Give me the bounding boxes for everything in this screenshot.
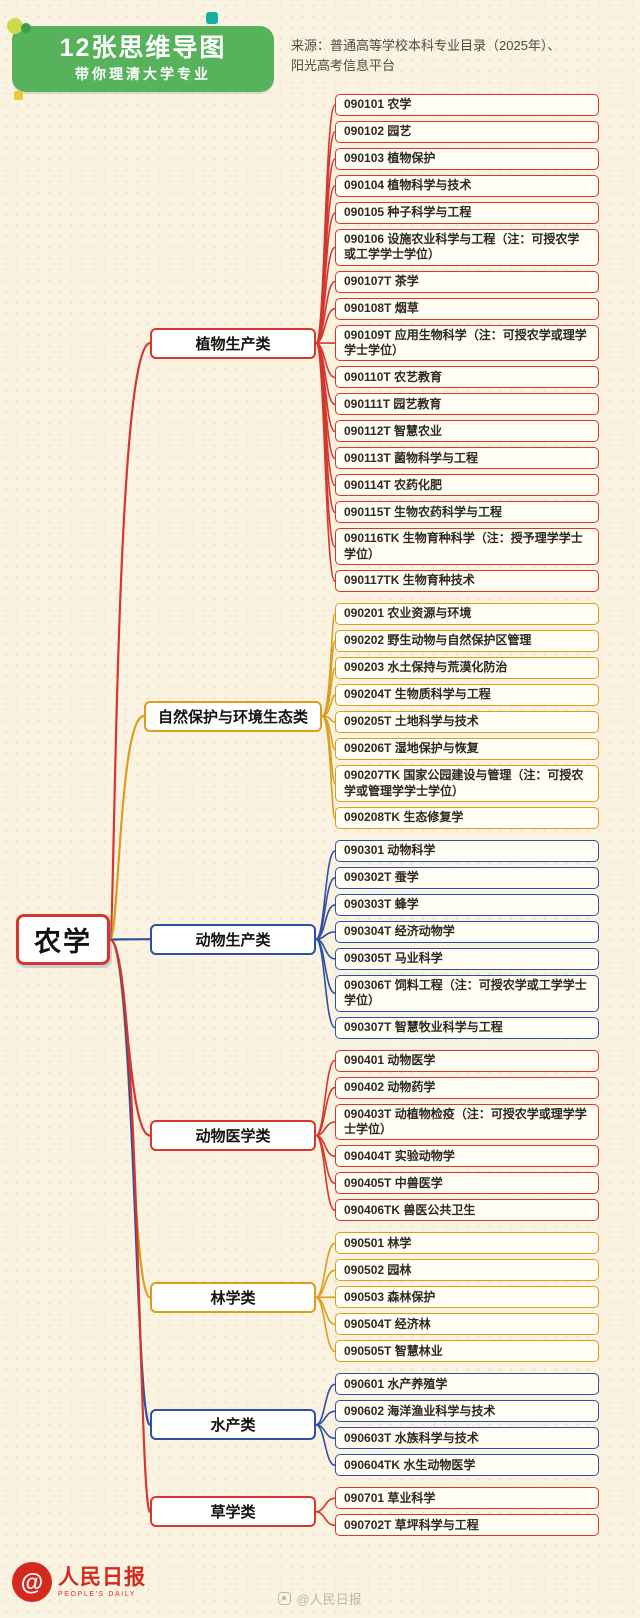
major-item: 090504T 经济林: [335, 1313, 599, 1336]
watermark-camera-icon: [278, 1592, 292, 1605]
branch-1: 植物生产类 090101 农学 090102 园艺 090103 植物保护 09…: [0, 94, 640, 593]
major-item: 090111T 园艺教育: [335, 393, 599, 416]
major-item: 090208TK 生态修复学: [335, 806, 599, 829]
connector-lines: [108, 104, 336, 1527]
source-line-2: 阳光高考信息平台: [291, 58, 396, 74]
items-column: 090101 农学 090102 园艺 090103 植物保护 090104 植…: [335, 94, 599, 593]
category-node: 动物医学类: [150, 1119, 316, 1151]
logo-text: 人民日报 PEOPLE'S DAILY: [58, 1564, 146, 1598]
major-item: 090103 植物保护: [335, 148, 599, 170]
major-item: 090101 农学: [335, 94, 599, 116]
major-item: 090401 动物医学: [335, 1049, 599, 1072]
branch-5: 林学类 090501 林学 090502 园林 090503 森林保护 0905…: [0, 1232, 640, 1363]
category-column: 动物生产类: [133, 923, 333, 955]
major-item: 090116TK 生物育种科学（注：授予理学学士学位）: [335, 528, 599, 566]
major-item: 090202 野生动物与自然保护区管理: [335, 630, 599, 653]
branch-3: 动物生产类 090301 动物科学 090302T 蚕学 090303T 蜂学 …: [0, 839, 640, 1039]
major-item: 090304T 经济动物学: [335, 920, 599, 943]
category-node: 水产类: [150, 1409, 316, 1441]
major-item: 090203 水土保持与荒漠化防治: [335, 657, 599, 680]
major-item: 090301 动物科学: [335, 839, 599, 862]
major-item: 090205T 土地科学与技术: [335, 711, 599, 734]
branch-7: 草学类 090701 草业科学 090702T 草坪科学与工程: [0, 1487, 640, 1537]
category-column: 水产类: [133, 1409, 333, 1441]
branch-2: 自然保护与环境生态类 090201 农业资源与环境 090202 野生动物与自然…: [0, 603, 640, 829]
root-node: 农学: [16, 914, 110, 965]
title-badge: 12张思维导图 带你理清大学专业: [7, 12, 274, 100]
major-item: 090701 草业科学: [335, 1487, 599, 1510]
decor-circle-green: [21, 23, 31, 33]
decor-square-yellow: [14, 91, 23, 100]
major-item: 090303T 蜂学: [335, 893, 599, 916]
major-item: 090102 园艺: [335, 121, 599, 143]
major-item: 090117TK 生物育种技术: [335, 570, 599, 593]
watermark-text: @人民日报: [296, 1592, 362, 1607]
decor-square-teal: [206, 12, 218, 24]
badge-title: 12张思维导图: [59, 34, 227, 62]
category-node: 林学类: [150, 1281, 316, 1313]
items-column: 090301 动物科学 090302T 蚕学 090303T 蜂学 090304…: [335, 839, 599, 1039]
major-item: 090603T 水族科学与技术: [335, 1427, 599, 1450]
major-item: 090505T 智慧林业: [335, 1340, 599, 1363]
watermark: @人民日报: [0, 1589, 640, 1608]
category-node: 自然保护与环境生态类: [143, 700, 322, 732]
category-column: 林学类: [133, 1281, 333, 1313]
category-node: 动物生产类: [150, 923, 316, 955]
logo-cn: 人民日报: [58, 1564, 146, 1589]
major-item: 090106 设施农业科学与工程（注：可授农学或工学学士学位）: [335, 229, 599, 266]
items-column: 090401 动物医学 090402 动物药学 090403T 动植物检疫（注：…: [335, 1049, 599, 1222]
major-item: 090104 植物科学与技术: [335, 175, 599, 197]
people-daily-emblem-icon: @: [12, 1562, 52, 1602]
major-item: 090109T 应用生物科学（注：可授农学或理学学士学位）: [335, 324, 599, 362]
major-item: 090307T 智慧牧业科学与工程: [335, 1016, 599, 1039]
mindmap: 农学 植物生产类 090101 农学 090102 园艺 090103 植物保护…: [0, 94, 640, 1547]
items-column: 090701 草业科学 090702T 草坪科学与工程: [335, 1487, 599, 1537]
badge-subtitle: 带你理清大学专业: [75, 66, 211, 82]
major-item: 090302T 蚕学: [335, 866, 599, 889]
branches-container: 植物生产类 090101 农学 090102 园艺 090103 植物保护 09…: [0, 94, 640, 1537]
category-column: 动物医学类: [133, 1119, 333, 1151]
items-column: 090201 农业资源与环境 090202 野生动物与自然保护区管理 09020…: [335, 603, 599, 829]
major-item: 090207TK 国家公园建设与管理（注：可授农学或管理学学士学位）: [335, 765, 599, 802]
major-item: 090105 种子科学与工程: [335, 202, 599, 224]
major-item: 090402 动物药学: [335, 1076, 599, 1099]
major-item: 090206T 湿地保护与恢复: [335, 738, 599, 761]
category-node: 草学类: [150, 1496, 316, 1528]
category-column: 植物生产类: [133, 327, 333, 359]
major-item: 090501 林学: [335, 1232, 599, 1255]
major-item: 090503 森林保护: [335, 1286, 599, 1309]
major-item: 090405T 中兽医学: [335, 1172, 599, 1195]
category-column: 自然保护与环境生态类: [133, 700, 333, 732]
major-item: 090502 园林: [335, 1259, 599, 1282]
decor-circle-yellow: [7, 18, 23, 34]
logo-en: PEOPLE'S DAILY: [58, 1590, 137, 1598]
major-item: 090107T 茶学: [335, 270, 599, 293]
major-item: 090204T 生物质科学与工程: [335, 684, 599, 707]
branch-6: 水产类 090601 水产养殖学 090602 海洋渔业科学与技术 090603…: [0, 1373, 640, 1477]
major-item: 090306T 饲料工程（注：可授农学或工学学士学位）: [335, 974, 599, 1012]
major-item: 090201 农业资源与环境: [335, 603, 599, 626]
major-item: 090305T 马业科学: [335, 947, 599, 970]
category-column: 草学类: [133, 1496, 333, 1528]
major-item: 090601 水产养殖学: [335, 1373, 599, 1396]
source-line-1: 来源：普通高等学校本科专业目录（2025年）、: [291, 38, 561, 53]
major-item: 090115T 生物农药科学与工程: [335, 501, 599, 524]
major-item: 090113T 菌物科学与工程: [335, 447, 599, 470]
major-item: 090604TK 水生动物医学: [335, 1454, 599, 1477]
major-item: 090110T 农艺教育: [335, 366, 599, 389]
major-item: 090403T 动植物检疫（注：可授农学或理学学士学位）: [335, 1103, 599, 1141]
items-column: 090501 林学 090502 园林 090503 森林保护 090504T …: [335, 1232, 599, 1363]
major-item: 090112T 智慧农业: [335, 420, 599, 443]
major-item: 090114T 农药化肥: [335, 474, 599, 497]
major-item: 090602 海洋渔业科学与技术: [335, 1400, 599, 1423]
items-column: 090601 水产养殖学 090602 海洋渔业科学与技术 090603T 水族…: [335, 1373, 599, 1477]
people-daily-logo: @ 人民日报 PEOPLE'S DAILY: [12, 1562, 146, 1602]
source-text: 来源：普通高等学校本科专业目录（2025年）、 阳光高考信息平台: [291, 36, 635, 76]
major-item: 090404T 实验动物学: [335, 1145, 599, 1168]
branch-4: 动物医学类 090401 动物医学 090402 动物药学 090403T 动植…: [0, 1049, 640, 1222]
major-item: 090406TK 兽医公共卫生: [335, 1199, 599, 1222]
major-item: 090702T 草坪科学与工程: [335, 1514, 599, 1537]
category-node: 植物生产类: [150, 327, 316, 359]
major-item: 090108T 烟草: [335, 297, 599, 320]
